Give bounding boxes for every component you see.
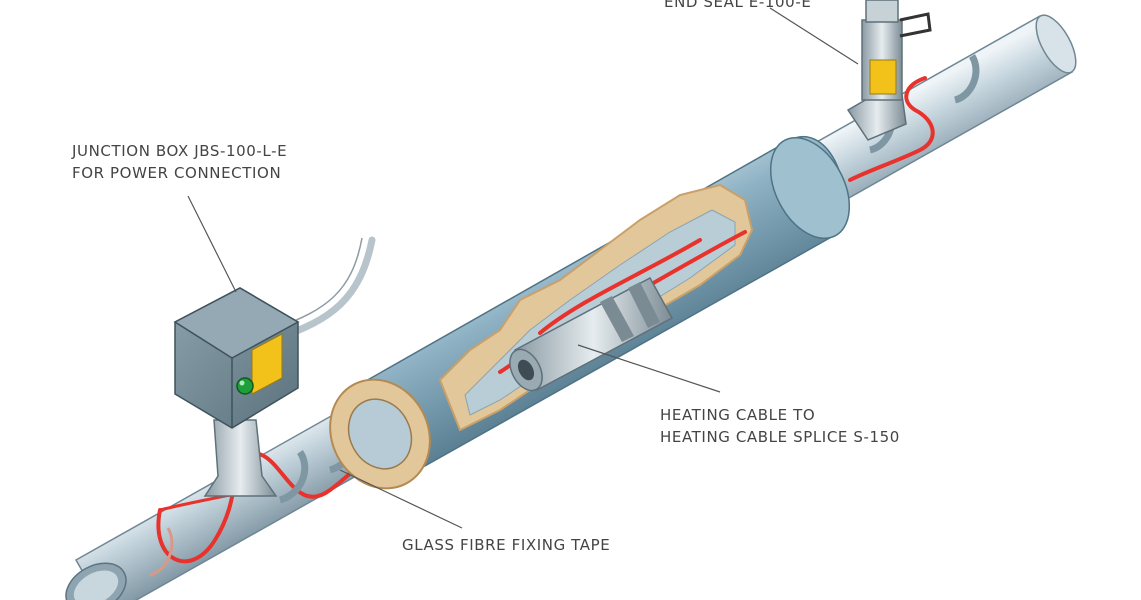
fixing-tape-label: GLASS FIBRE FIXING TAPE bbox=[402, 536, 611, 554]
junction-box-label-line1: JUNCTION BOX JBS-100-L-E bbox=[72, 142, 288, 160]
leader-end-seal bbox=[769, 7, 859, 65]
splice-label-line1: HEATING CABLE TO bbox=[660, 406, 816, 424]
end-seal-label: END SEAL E-100-E bbox=[664, 0, 812, 11]
end-seal-label-plate bbox=[869, 59, 897, 95]
splice-label-line2: HEATING CABLE SPLICE S-150 bbox=[660, 428, 900, 446]
junction-box bbox=[173, 236, 376, 497]
leader-splice bbox=[577, 344, 721, 393]
leader-tape bbox=[339, 469, 463, 529]
callout-splice: HEATING CABLE TO HEATING CABLE SPLICE S-… bbox=[660, 404, 900, 448]
junction-box-label-line2: FOR POWER CONNECTION bbox=[72, 164, 282, 182]
leader-lines bbox=[187, 7, 859, 529]
callout-end-seal: END SEAL E-100-E bbox=[664, 0, 811, 13]
callout-fixing-tape: GLASS FIBRE FIXING TAPE bbox=[402, 534, 610, 556]
leader-junction-box bbox=[187, 195, 237, 293]
end-seal bbox=[846, 0, 932, 141]
callout-junction-box: JUNCTION BOX JBS-100-L-E FOR POWER CONNE… bbox=[72, 140, 287, 184]
heating-cable-right bbox=[848, 76, 935, 182]
heating-cable-splice bbox=[509, 276, 674, 392]
junction-box-label-plate bbox=[251, 333, 283, 395]
indicator-light-icon bbox=[236, 377, 254, 395]
pipe-far-end bbox=[1035, 14, 1077, 74]
